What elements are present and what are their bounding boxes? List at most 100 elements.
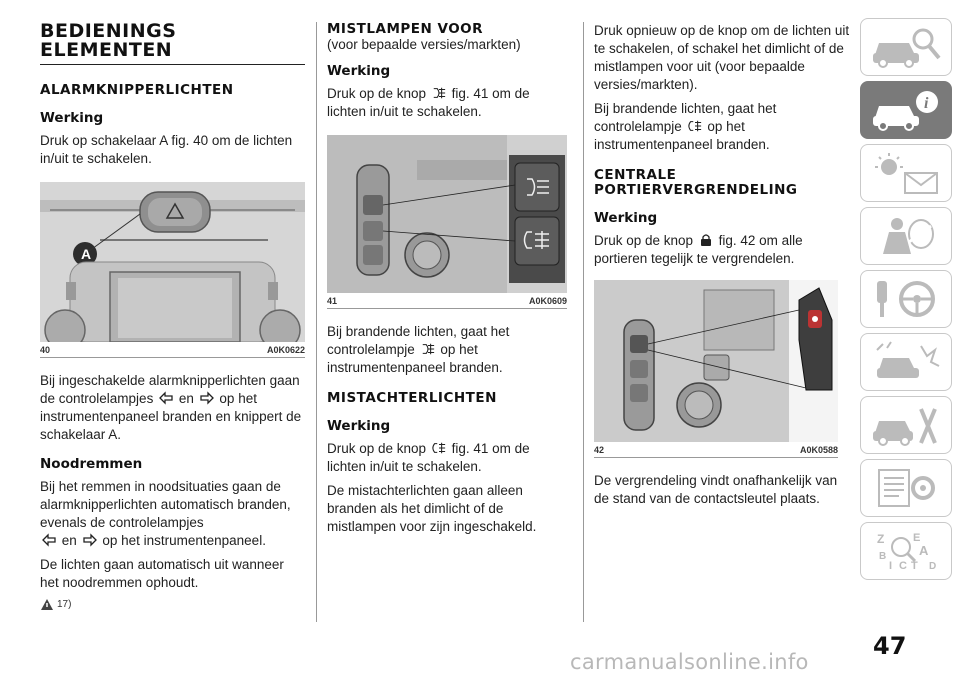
front-fog-light-icon [422,343,434,355]
werking-heading: Werking [594,210,658,226]
front-fog-text-b: fig. 41 om de lichten in/uit te schakele… [327,86,530,119]
rear-fog-off-text: Druk opnieuw op de knop om de lichten ui… [594,23,850,92]
rear-fog-text-b: fig. 41 om de lichten in/uit te schakele… [327,441,530,474]
column-2: MISTLAMPEN VOOR (voor bepaalde versies/m… [327,22,567,542]
section-subtitle: (voor bepaalde versies/markten) [327,37,521,52]
left-arrow-icon [159,391,173,405]
central-locking-text: Druk op de knop fig. 42 om alle portiere… [594,232,852,268]
svg-text:I: I [889,560,892,572]
key-steering-wheel-icon [877,281,935,317]
front-fog-text-a: Druk op de knop [327,86,427,101]
page-number: 47 [873,632,907,660]
svg-text:Z: Z [877,532,884,546]
front-fog-indicator-text: Bij brandende lichten, gaat het controle… [327,323,567,377]
airbag-person-icon [883,218,934,254]
rear-fog-light-icon [432,442,445,454]
rear-fog-light-icon [687,120,701,132]
rear-fog-text: Druk op de knop fig. 41 om de lichten in… [327,440,567,476]
page-title-line2: ELEMENTEN [40,39,173,61]
warning-light-mail-icon [875,153,938,194]
dashboard-hazard-illustration: A [40,182,305,342]
figure-code: A0K0622 [266,345,305,355]
car-tools-icon [873,408,937,446]
sidebar-tab-car-search[interactable] [860,18,952,76]
front-indicator-text-a: Bij brandende lichten, gaat het controle… [327,324,510,357]
sidebar-tab-safety[interactable] [860,207,952,265]
fog-light-switch-illustration [327,135,567,293]
sidebar-tab-technical-data[interactable] [860,459,952,517]
front-indicator-text-b: op het instrumentenpaneel branden. [327,342,503,375]
warning-note: 17) [40,598,305,611]
nood-text-c: op het instrumentenpaneel. [102,533,266,548]
werking-heading: Werking [40,110,104,126]
hazard-lamps-text: Bij ingeschakelde alarmknipperlichten ga… [40,372,305,444]
left-arrow-icon [42,533,56,547]
title-divider [40,64,305,65]
svg-text:E: E [913,532,920,544]
car-info-icon: i [873,91,938,131]
sidebar-tab-starting-driving[interactable] [860,270,952,328]
front-fog-text: Druk op de knop fig. 41 om de lichten in… [327,85,567,121]
column-divider-2 [583,22,584,622]
section-heading-mistachterlichten: MISTACHTERLICHTEN [327,390,497,406]
figure-code: A0K0609 [528,296,567,306]
hazard-text-a: Bij ingeschakelde alarmknipperlichten ga… [40,373,300,406]
noodremmen-heading: Noodremmen [40,456,143,472]
watermark: carmanualsonline.info [570,650,809,674]
noodremmen-text-2: De lichten gaan automatisch uit wanneer … [40,557,284,590]
column-1: BEDIENINGS ELEMENTEN ALARMKNIPPERLICHTEN… [40,22,305,611]
figure-42-caption: 42 A0K0588 [594,442,838,458]
central-locking-illustration [594,280,838,442]
section-heading-mistlampen-voor: MISTLAMPEN VOOR [327,21,484,37]
sidebar-tab-warning-lights[interactable] [860,144,952,202]
front-fog-light-icon [433,87,445,99]
right-arrow-icon [200,391,214,405]
rear-fog-text-a: Druk op de knop [327,441,427,456]
figure-number: 42 [594,445,605,455]
locking-closing-text: De vergrendeling vindt onafhankelijk van… [594,473,838,506]
figure-number: 41 [327,296,338,306]
werking-text: Druk op schakelaar A fig. 40 om de licht… [40,133,293,166]
svg-text:A: A [919,543,929,558]
hazard-text-c: op het instrumentenpaneel branden en kni… [40,391,302,442]
figure-code: A0K0588 [799,445,838,455]
svg-text:T: T [911,560,918,572]
nood-text-b: en [61,533,77,548]
werking-heading: Werking [327,418,391,434]
central-locking-line1: CENTRALE [594,167,677,183]
locking-text-b: fig. 42 om alle portieren tegelijk te ve… [594,233,803,266]
hazard-text-b: en [178,391,194,406]
figure-41 [327,135,567,293]
rear-fog-explanation: De mistachterlichten gaan alleen branden… [327,483,537,534]
svg-text:D: D [929,561,936,572]
car-crash-icon [876,341,940,378]
sidebar-tab-emergency[interactable] [860,333,952,391]
figure-number: 40 [40,345,51,355]
nood-text-a: Bij het remmen in noodsituaties gaan de … [40,479,291,530]
padlock-icon [700,234,711,246]
list-settings-icon [878,469,935,507]
central-locking-line2: PORTIERVERGRENDELING [594,182,798,198]
noodremmen-text: Bij het remmen in noodsituaties gaan de … [40,478,305,550]
rear-indicator-text-a: Bij brandende lichten, gaat het controle… [594,101,777,134]
rear-indicator-text-b: op het instrumentenpaneel branden. [594,119,770,152]
svg-text:C: C [899,560,907,572]
figure-label-a: A [81,246,91,262]
right-arrow-icon [82,533,97,547]
locking-text-a: Druk op de knop [594,233,694,248]
svg-text:B: B [879,551,886,562]
section-heading-alarm: ALARMKNIPPERLICHTEN [40,82,234,98]
figure-40-caption: 40 A0K0622 [40,342,305,358]
column-divider-1 [316,22,317,622]
section-heading-central-locking: CENTRALE PORTIERVERGRENDELING [594,168,852,198]
svg-text:i: i [924,95,929,112]
car-search-icon [873,28,941,68]
sidebar-tab-maintenance[interactable] [860,396,952,454]
warning-triangle-icon [41,599,53,610]
werking-heading: Werking [327,63,391,79]
figure-42 [594,280,838,442]
sidebar-tab-car-info[interactable]: i [860,81,952,139]
